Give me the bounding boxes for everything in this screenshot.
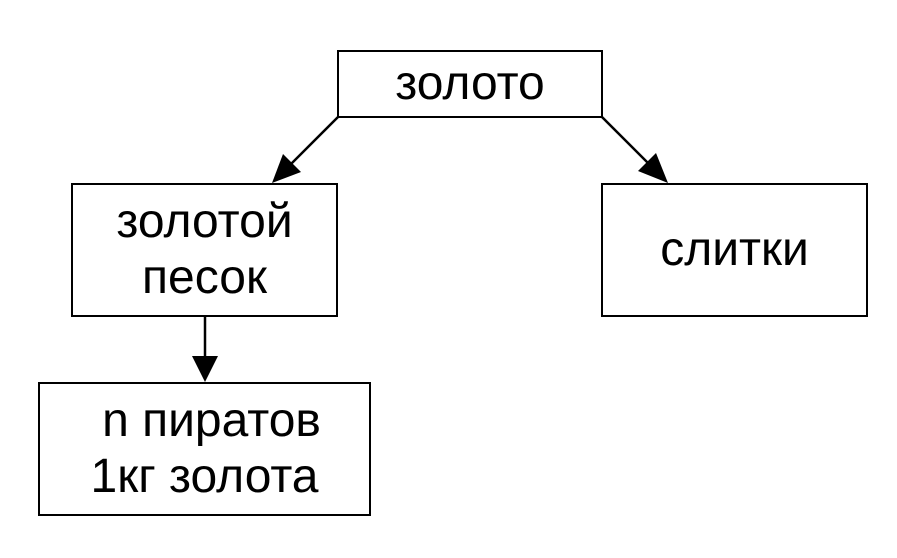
node-gold-sand-line-2: песок	[142, 251, 267, 304]
node-gold-sand-line-1: золотой	[116, 195, 293, 248]
arrowhead-bottom	[192, 356, 218, 382]
node-gold-sand: золотой песок	[71, 183, 338, 317]
node-pirates-line-2: 1кг золота	[90, 450, 319, 503]
edge-root-to-left	[286, 116, 339, 169]
node-pirates-line-1: n пиратов	[102, 394, 321, 447]
arrowhead-left	[272, 154, 301, 183]
node-gold-label: золото	[395, 57, 545, 110]
node-gold: золото	[337, 50, 603, 118]
node-ingots-label: слитки	[660, 223, 809, 276]
arrowhead-right	[638, 153, 668, 183]
node-pirates: n пиратов 1кг золота	[38, 382, 371, 516]
node-ingots: слитки	[601, 183, 868, 317]
edge-root-to-right	[601, 116, 653, 168]
